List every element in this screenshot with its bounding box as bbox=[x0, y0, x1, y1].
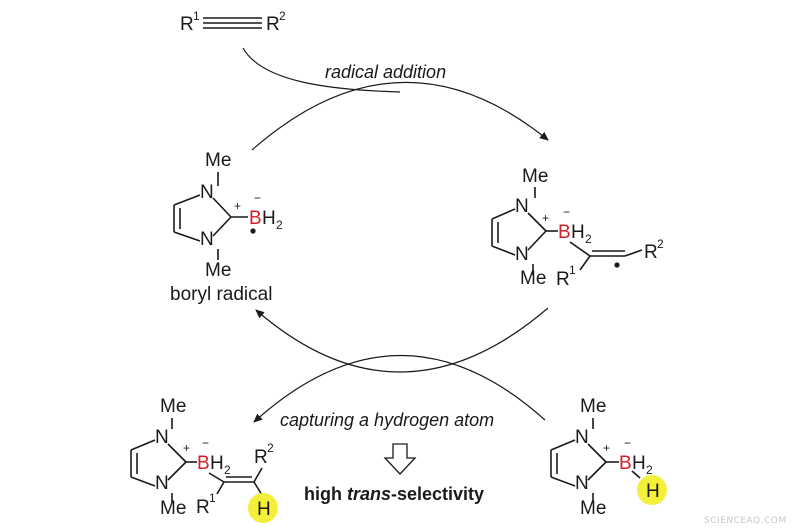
methyl-label: Me bbox=[160, 498, 186, 519]
carbon-hydrogen-bond bbox=[253, 481, 263, 496]
hydrogen-label: H bbox=[632, 453, 646, 474]
alkyne-r2: R bbox=[266, 14, 280, 35]
r2-label: R bbox=[254, 447, 268, 468]
ring-bond bbox=[527, 212, 547, 232]
subscript-2: 2 bbox=[585, 232, 592, 246]
r1-label: R bbox=[196, 497, 210, 518]
r2-label: R bbox=[644, 242, 658, 263]
methyl-label: Me bbox=[580, 396, 606, 417]
boron-label: B bbox=[249, 208, 262, 229]
methyl-label: Me bbox=[205, 150, 231, 171]
boron-carbon-bond bbox=[569, 241, 591, 257]
ring-bond bbox=[212, 216, 232, 237]
alkyne-feed-curve bbox=[242, 47, 401, 93]
ring-bond bbox=[550, 439, 576, 451]
r1-sup: 1 bbox=[209, 491, 216, 505]
ring-bond bbox=[173, 194, 201, 206]
alkenyl-borane-product: Me N N Me + B − H 2 R 1 R 2 H bbox=[130, 396, 278, 523]
plus-charge: + bbox=[603, 441, 610, 455]
carbon-r2-bond bbox=[253, 467, 263, 483]
radical-dot bbox=[250, 228, 256, 234]
r1-sup: 1 bbox=[569, 263, 576, 277]
methyl-label: Me bbox=[205, 260, 231, 281]
nitrogen-label: N bbox=[575, 473, 589, 494]
selectivity-suffix: -selectivity bbox=[391, 484, 484, 504]
hydrogen-label: H bbox=[210, 453, 224, 474]
nhc-borane-donor: Me N N Me + B − H 2 H bbox=[550, 396, 667, 519]
nitrogen-label: N bbox=[155, 473, 169, 494]
nitrogen-label: N bbox=[155, 427, 169, 448]
r1-label: R bbox=[556, 269, 570, 290]
subscript-2: 2 bbox=[276, 218, 283, 232]
carbon-r1-bond bbox=[579, 255, 591, 271]
captured-hydrogen-label: H bbox=[257, 499, 271, 520]
open-down-arrow-icon bbox=[383, 443, 417, 475]
plus-charge: + bbox=[234, 199, 241, 213]
ring-bond bbox=[587, 461, 607, 481]
ring-bond bbox=[173, 231, 201, 242]
ring-bond bbox=[527, 230, 547, 251]
nitrogen-label: N bbox=[575, 427, 589, 448]
plus-charge: + bbox=[183, 441, 190, 455]
r2-sup: 2 bbox=[267, 441, 274, 455]
nitrogen-label: N bbox=[515, 244, 529, 265]
alkyne-r2-sup: 2 bbox=[279, 9, 286, 23]
return-arrow bbox=[255, 307, 549, 373]
transferable-hydrogen-label: H bbox=[646, 481, 660, 502]
ring-bond bbox=[491, 245, 516, 256]
minus-charge: − bbox=[254, 191, 261, 205]
watermark: SCIENCEAQ.COM bbox=[704, 516, 787, 526]
hydrogen-capture-arrow bbox=[253, 355, 546, 423]
carbon-r1-bond bbox=[216, 481, 225, 495]
ring-bond bbox=[167, 443, 187, 463]
methyl-label: Me bbox=[520, 268, 546, 289]
selectivity-prefix: high bbox=[304, 484, 347, 504]
ring-bond bbox=[130, 439, 156, 451]
radical-addition-arrow bbox=[251, 81, 549, 151]
boron-hydrogen-bond bbox=[631, 470, 641, 479]
carbon-r2-bond bbox=[624, 249, 643, 257]
boron-carbon-bond bbox=[208, 472, 225, 483]
alkyne-reactant: R 1 R 2 bbox=[180, 9, 286, 35]
minus-charge: − bbox=[624, 436, 631, 450]
ring-bond bbox=[550, 476, 576, 487]
boron-label: B bbox=[619, 453, 632, 474]
vinyl-radical-intermediate: Me N N Me + B − H 2 R 1 R 2 bbox=[491, 166, 664, 290]
boryl-radical-structure: Me N N Me + B − H 2 boryl radical bbox=[170, 150, 283, 305]
ring-bond bbox=[130, 476, 156, 487]
minus-charge: − bbox=[202, 436, 209, 450]
hydrogen-label: H bbox=[262, 208, 276, 229]
selectivity-label: high trans-selectivity bbox=[304, 484, 484, 504]
ring-bond bbox=[491, 208, 516, 220]
alkyne-r1: R bbox=[180, 14, 194, 35]
ring-bond bbox=[587, 443, 607, 463]
selectivity-italic: trans bbox=[347, 484, 391, 504]
hydrogen-label: H bbox=[571, 222, 585, 243]
ring-bond bbox=[167, 461, 187, 481]
methyl-label: Me bbox=[580, 498, 606, 519]
nitrogen-label: N bbox=[515, 196, 529, 217]
hydrogen-highlight bbox=[248, 493, 278, 523]
hydrogen-highlight bbox=[637, 475, 667, 505]
boryl-radical-label: boryl radical bbox=[170, 284, 272, 305]
alkyne-r1-sup: 1 bbox=[193, 9, 200, 23]
minus-charge: − bbox=[563, 205, 570, 219]
radical-dot bbox=[614, 262, 620, 268]
nitrogen-label: N bbox=[200, 229, 214, 250]
boron-label: B bbox=[197, 453, 210, 474]
subscript-2: 2 bbox=[224, 463, 231, 477]
methyl-label: Me bbox=[522, 166, 548, 187]
nitrogen-label: N bbox=[200, 182, 214, 203]
methyl-label: Me bbox=[160, 396, 186, 417]
boron-label: B bbox=[558, 222, 571, 243]
plus-charge: + bbox=[542, 211, 549, 225]
r2-sup: 2 bbox=[657, 237, 664, 251]
subscript-2: 2 bbox=[646, 463, 653, 477]
ring-bond bbox=[212, 197, 232, 218]
radical-addition-label: radical addition bbox=[325, 62, 446, 82]
capture-label: capturing a hydrogen atom bbox=[280, 410, 494, 430]
